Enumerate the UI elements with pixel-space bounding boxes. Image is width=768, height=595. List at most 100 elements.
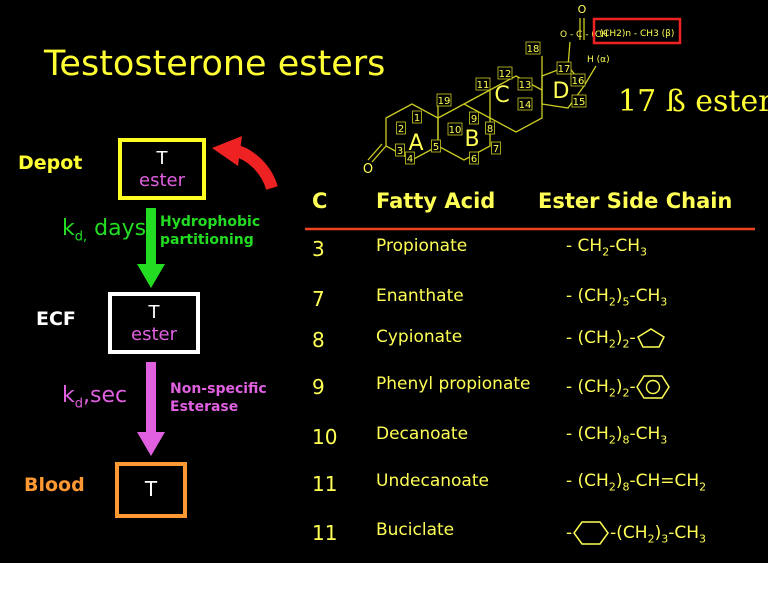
blood-box: T bbox=[115, 462, 187, 518]
rate-constant-diffusion: kd, days bbox=[62, 216, 147, 245]
row-fatty-acid: Undecanoate bbox=[376, 471, 489, 491]
carbon-number-tag: 3 bbox=[395, 143, 405, 157]
svg-text:12: 12 bbox=[499, 69, 512, 80]
depot-box-t: T bbox=[156, 148, 168, 169]
row-carbon-count: 10 bbox=[312, 425, 338, 449]
carbon-number-tag: 18 bbox=[525, 41, 541, 55]
oxygen-label: O bbox=[578, 3, 587, 16]
header-c: C bbox=[312, 189, 328, 213]
header-fatty-acid: Fatty Acid bbox=[376, 189, 496, 213]
row-fatty-acid: Enanthate bbox=[376, 286, 464, 306]
red-curved-arrow bbox=[232, 144, 278, 191]
carbon-number-tag: 5 bbox=[431, 139, 441, 153]
magenta-arrow-head bbox=[137, 432, 165, 456]
side-chain-cypionate: - (CH2)2- bbox=[566, 327, 666, 350]
row-carbon-count: 3 bbox=[312, 237, 325, 261]
row-fatty-acid: Propionate bbox=[376, 236, 468, 256]
svg-text:5: 5 bbox=[433, 142, 439, 153]
svg-text:19: 19 bbox=[438, 96, 451, 107]
svg-text:4: 4 bbox=[407, 154, 413, 165]
benzene-ring-icon bbox=[635, 375, 670, 399]
row-carbon-count: 11 bbox=[312, 521, 338, 545]
svg-text:1: 1 bbox=[414, 113, 420, 124]
rate-constant-hydrolysis: kd,sec bbox=[62, 383, 128, 412]
carbon-number-tag: 17 bbox=[556, 61, 572, 75]
carbon-number-tag: 15 bbox=[571, 94, 587, 108]
carbon-number-tag: 12 bbox=[497, 66, 513, 80]
svg-text:9: 9 bbox=[471, 114, 477, 125]
row-fatty-acid: Phenyl propionate bbox=[376, 374, 531, 394]
row-fatty-acid: Decanoate bbox=[376, 424, 469, 444]
side-chain-highlight bbox=[592, 17, 682, 45]
depot-box: T ester bbox=[118, 138, 206, 200]
slide-title: Testosterone esters bbox=[44, 44, 386, 84]
ecf-box-t: T bbox=[148, 302, 160, 323]
carbon-number-tag: 11 bbox=[475, 77, 491, 91]
carbon-number-tag: 8 bbox=[485, 121, 495, 135]
side-chain-buciclate: --(CH2)3-CH3 bbox=[566, 520, 706, 546]
ecf-label: ECF bbox=[36, 308, 76, 330]
magenta-arrow-shaft bbox=[146, 362, 156, 434]
row-carbon-count: 9 bbox=[312, 375, 325, 399]
svg-text:13: 13 bbox=[519, 80, 532, 91]
depot-box-ester: ester bbox=[139, 170, 185, 191]
cyclohexane-icon bbox=[573, 521, 610, 545]
svg-text:8: 8 bbox=[487, 124, 493, 135]
hydrophobic-note: Hydrophobic partitioning bbox=[160, 214, 261, 248]
carbon-number-tag: 7 bbox=[491, 141, 501, 155]
carbon-number-tag: 19 bbox=[436, 93, 452, 107]
depot-label: Depot bbox=[18, 152, 83, 174]
carbon-number-tag: 4 bbox=[405, 151, 415, 165]
side-chain-formula: (CH2)n - CH3 (β) bbox=[600, 29, 675, 39]
side-chain-decanoate: - (CH2)8-CH3 bbox=[566, 424, 668, 447]
svg-text:14: 14 bbox=[519, 100, 532, 111]
ring-label: C bbox=[494, 83, 509, 108]
ring-c bbox=[489, 75, 543, 133]
ecf-box: T ester bbox=[108, 292, 200, 354]
ecf-box-ester: ester bbox=[131, 324, 177, 345]
svg-text:6: 6 bbox=[471, 154, 477, 165]
oxygen-label: O bbox=[363, 162, 373, 177]
svg-text:16: 16 bbox=[572, 76, 585, 87]
carbon-number-tag: 13 bbox=[517, 77, 533, 91]
blood-label: Blood bbox=[24, 474, 85, 496]
svg-text:17: 17 bbox=[558, 64, 571, 75]
pathway-arrows bbox=[137, 136, 755, 456]
ester-formula: O - C - (CH bbox=[560, 30, 608, 40]
h-alpha-label: H (α) bbox=[587, 55, 610, 65]
svg-text:11: 11 bbox=[477, 80, 490, 91]
svg-text:18: 18 bbox=[527, 44, 540, 55]
row-fatty-acid: Cypionate bbox=[376, 327, 463, 347]
carbon-number-tag: 10 bbox=[447, 122, 463, 136]
carbon-number-tag: 6 bbox=[469, 151, 479, 165]
row-carbon-count: 11 bbox=[312, 472, 338, 496]
carbon-number-tag: 14 bbox=[517, 97, 533, 111]
svg-text:10: 10 bbox=[449, 125, 462, 136]
carbon-number-tag: 9 bbox=[469, 111, 479, 125]
ester-position-label: 17 ß ester bbox=[618, 84, 768, 119]
carbon-number-tag: 1 bbox=[412, 110, 422, 124]
side-chain-undecanoate: - (CH2)8-CH=CH2 bbox=[566, 471, 707, 494]
row-fatty-acid: Buciclate bbox=[376, 520, 455, 540]
cyclopentane-icon bbox=[636, 328, 665, 348]
carbon-number-tag: 16 bbox=[570, 73, 586, 87]
carbon-number-tag: 2 bbox=[396, 121, 406, 135]
svg-text:2: 2 bbox=[398, 124, 404, 135]
header-side-chain: Ester Side Chain bbox=[538, 189, 733, 213]
ring-label: A bbox=[408, 131, 423, 156]
green-arrow-shaft bbox=[146, 208, 156, 266]
red-arrow-head bbox=[212, 136, 242, 166]
svg-text:15: 15 bbox=[573, 97, 586, 108]
esterase-note: Non-specific Esterase bbox=[170, 381, 267, 415]
ring-label: B bbox=[464, 127, 479, 152]
row-carbon-count: 8 bbox=[312, 328, 325, 352]
side-chain-propionate: - CH2-CH3 bbox=[566, 236, 647, 259]
ring-label: D bbox=[553, 79, 570, 104]
svg-text:7: 7 bbox=[493, 144, 499, 155]
side-chain-phenyl-propionate: - (CH2)2- bbox=[566, 374, 670, 400]
green-arrow-head bbox=[137, 264, 165, 288]
blood-box-t: T bbox=[144, 477, 158, 501]
row-carbon-count: 7 bbox=[312, 287, 325, 311]
